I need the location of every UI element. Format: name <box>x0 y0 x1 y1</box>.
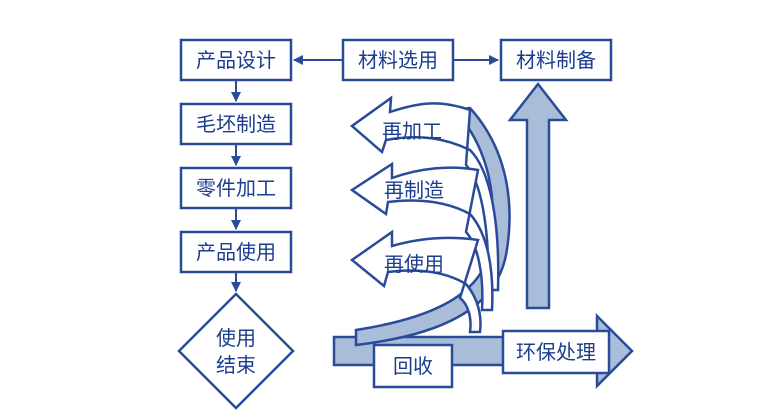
loop-arrow-reuse <box>349 229 482 334</box>
product-use-label: 产品使用 <box>196 240 276 264</box>
reprocess-label: 再加工 <box>382 119 442 143</box>
material-preparation-label: 材料制备 <box>516 48 596 72</box>
up-arrow-to-preparation <box>507 81 569 310</box>
reuse-label: 再使用 <box>384 252 444 276</box>
box-part-processing: 零件加工 <box>179 166 293 210</box>
box-recycle: 回收 <box>372 343 454 389</box>
end-of-use-line2: 结束 <box>216 353 256 377</box>
end-of-use-line1: 使用 <box>216 326 256 350</box>
blank-making-label: 毛坯制造 <box>196 112 276 136</box>
loop-arrow-remanufacture <box>349 161 494 312</box>
remanufacture-label: 再制造 <box>384 178 444 202</box>
diamond-end-of-use: 使用 结束 <box>177 292 295 410</box>
material-selection-label: 材料选用 <box>358 48 438 72</box>
loop-arrow-reprocess <box>349 95 500 292</box>
box-material-selection: 材料选用 <box>341 38 455 82</box>
box-blank-making: 毛坯制造 <box>179 102 293 146</box>
box-product-use: 产品使用 <box>179 230 293 274</box>
box-eco-treatment: 环保处理 <box>501 329 611 375</box>
box-product-design: 产品设计 <box>179 38 293 82</box>
part-processing-label: 零件加工 <box>196 176 276 200</box>
eco-treatment-label: 环保处理 <box>516 340 596 364</box>
product-design-label: 产品设计 <box>196 48 276 72</box>
recycle-label: 回收 <box>393 354 433 378</box>
box-material-preparation: 材料制备 <box>499 38 613 82</box>
